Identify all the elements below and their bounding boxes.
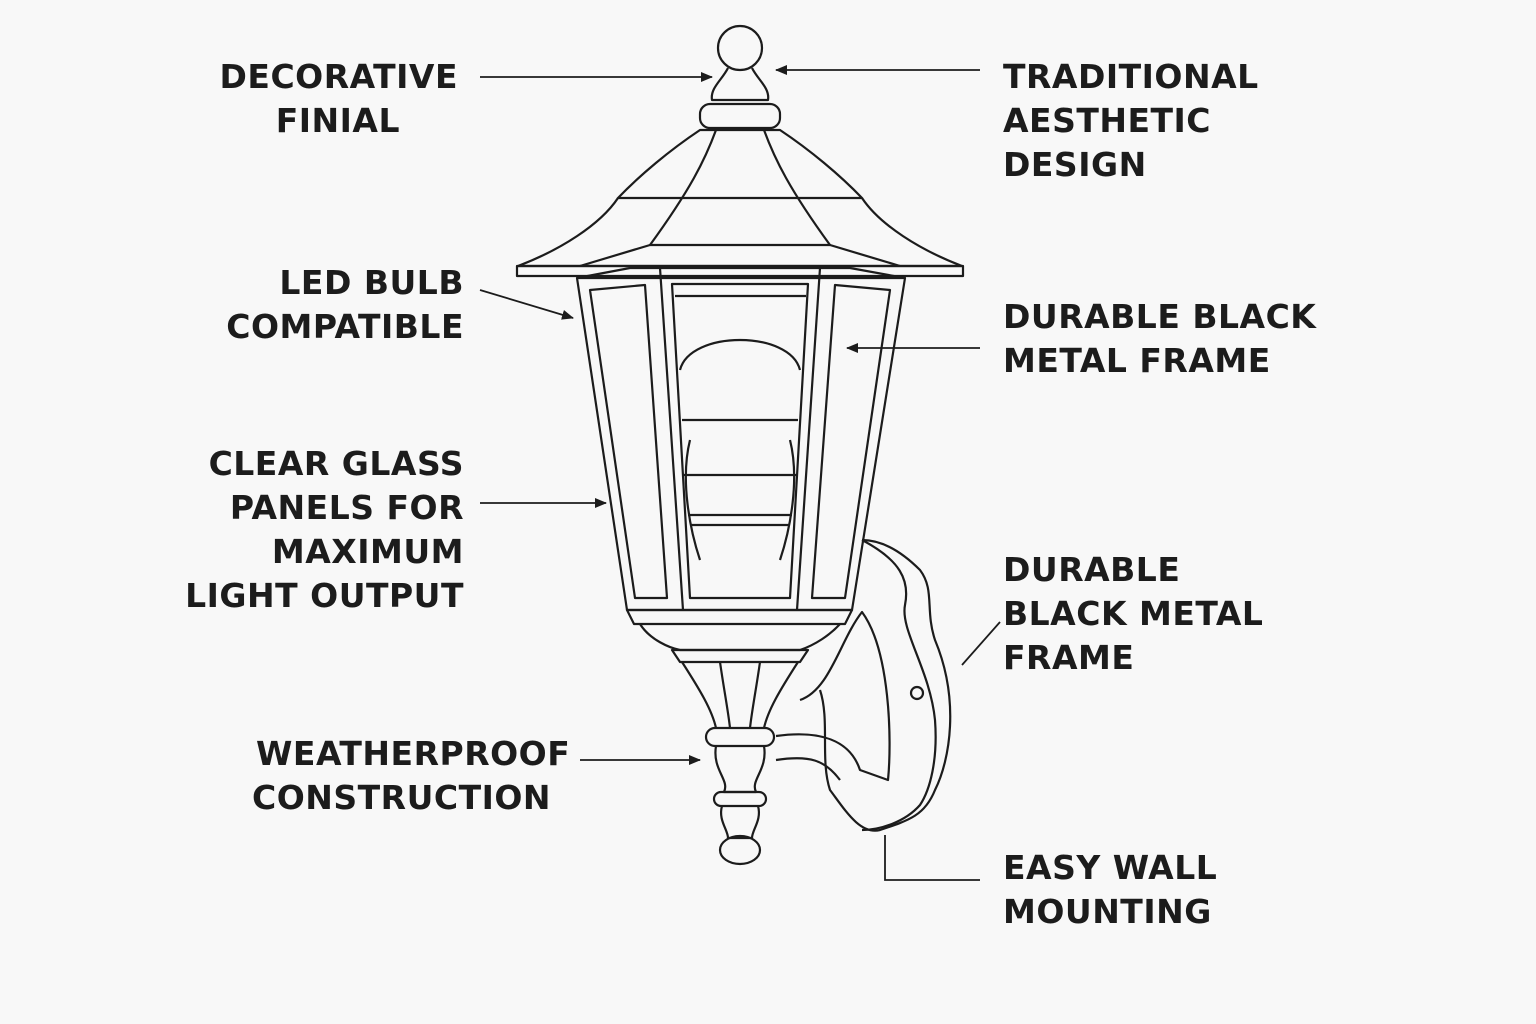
label-line: PANELS FOR bbox=[229, 488, 464, 527]
label-line: AESTHETIC bbox=[1003, 101, 1212, 140]
label-traditional-design: TRADITIONAL AESTHETIC DESIGN bbox=[1003, 55, 1259, 187]
label-metal-frame-bracket: DURABLE BLACK METAL FRAME bbox=[1003, 548, 1263, 680]
label-line: LIGHT OUTPUT bbox=[185, 576, 464, 615]
base bbox=[625, 608, 854, 866]
label-led-bulb: LED BULB COMPATIBLE bbox=[226, 261, 464, 349]
label-line: CONSTRUCTION bbox=[252, 778, 552, 817]
label-line: FINIAL bbox=[275, 101, 400, 140]
label-line: CLEAR GLASS bbox=[208, 444, 464, 483]
label-line: FRAME bbox=[1003, 638, 1135, 677]
label-decorative-finial: DECORATIVE FINIAL bbox=[220, 55, 458, 143]
arrow-led-bulb bbox=[479, 289, 574, 320]
label-line: METAL FRAME bbox=[1003, 341, 1271, 380]
label-line: DECORATIVE bbox=[219, 57, 458, 96]
label-weatherproof: WEATHERPROOF CONSTRUCTION bbox=[252, 732, 570, 820]
label-clear-glass: CLEAR GLASS PANELS FOR MAXIMUM LIGHT OUT… bbox=[185, 442, 464, 618]
label-line: MOUNTING bbox=[1003, 892, 1212, 931]
finial bbox=[698, 24, 782, 130]
line-metal-frame-bracket bbox=[961, 621, 1001, 666]
label-line: DESIGN bbox=[1003, 145, 1147, 184]
wall-bracket bbox=[775, 538, 952, 832]
label-line: WEATHERPROOF bbox=[256, 734, 571, 773]
roof bbox=[515, 128, 965, 278]
line-wall-mounting bbox=[884, 835, 980, 881]
label-line: DURABLE bbox=[1003, 550, 1181, 589]
label-line: LED BULB bbox=[279, 263, 464, 302]
label-line: TRADITIONAL bbox=[1003, 57, 1259, 96]
label-line: EASY WALL bbox=[1003, 848, 1218, 887]
label-line: COMPATIBLE bbox=[226, 307, 464, 346]
label-line: DURABLE BLACK bbox=[1003, 297, 1317, 336]
label-line: BLACK METAL bbox=[1003, 594, 1264, 633]
label-metal-frame-top: DURABLE BLACK METAL FRAME bbox=[1003, 295, 1316, 383]
glass-body bbox=[575, 266, 907, 612]
label-line: MAXIMUM bbox=[271, 532, 464, 571]
label-wall-mounting: EASY WALL MOUNTING bbox=[1003, 846, 1217, 934]
